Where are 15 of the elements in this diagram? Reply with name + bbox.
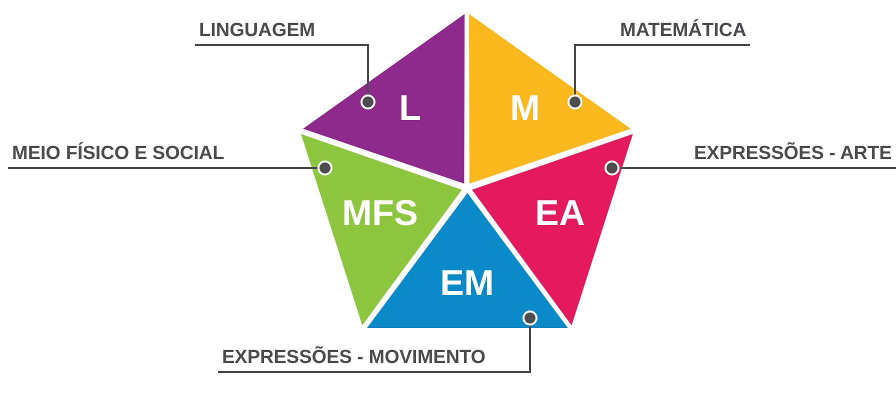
leader-line bbox=[8, 160, 332, 176]
category-label: MEIO FÍSICO E SOCIAL bbox=[12, 143, 224, 165]
leader-line bbox=[568, 44, 750, 110]
leader-line bbox=[218, 310, 538, 373]
category-label: LINGUAGEM bbox=[199, 20, 316, 42]
category-label: MATEMÁTICA bbox=[620, 20, 746, 42]
segment-label: L bbox=[398, 86, 421, 129]
category-label: EXPRESSÕES - ARTE bbox=[694, 143, 892, 165]
segment-label: EA bbox=[534, 192, 585, 234]
category-label: EXPRESSÕES - MOVIMENTO bbox=[222, 347, 486, 369]
segment-label: MFS bbox=[342, 192, 418, 234]
leader-line bbox=[195, 44, 376, 110]
segment-label: M bbox=[510, 86, 540, 129]
segment-label: EM bbox=[440, 262, 494, 304]
leader-line bbox=[604, 160, 896, 176]
